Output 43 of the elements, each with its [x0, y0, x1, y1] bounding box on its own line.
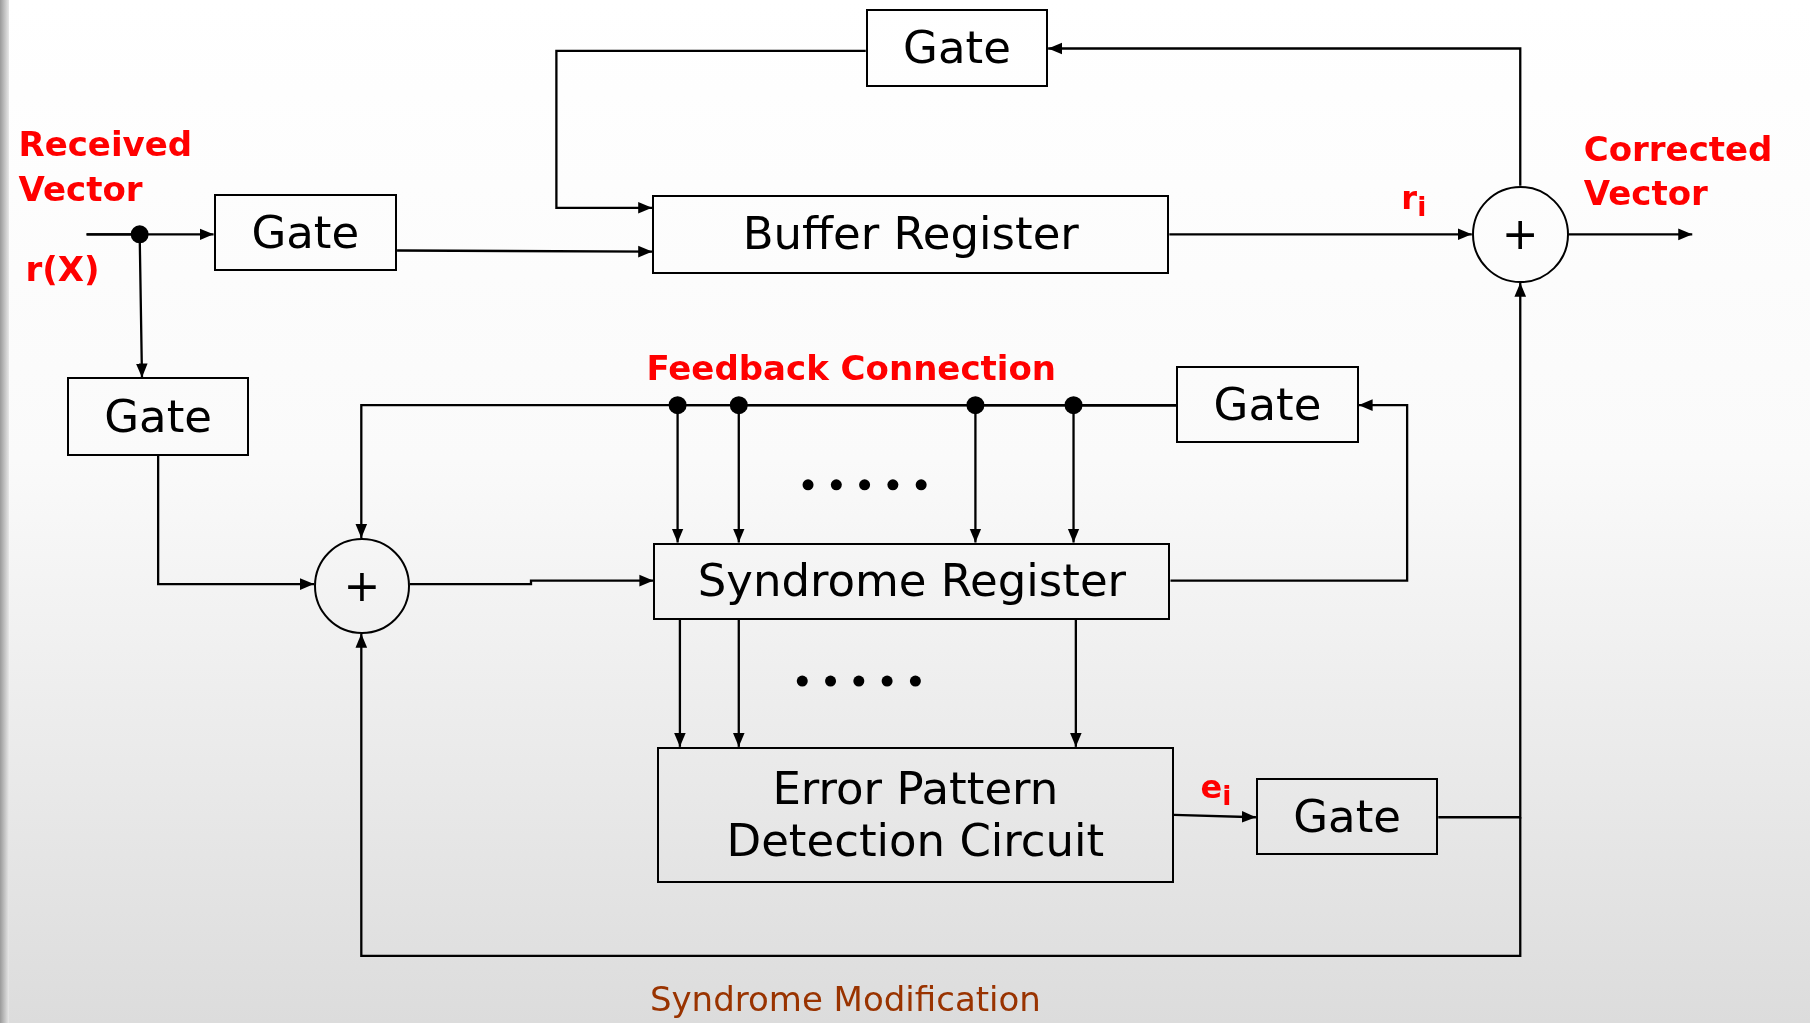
- plus-sign: +: [343, 560, 381, 612]
- adder-circle: [1471, 185, 1569, 283]
- arrow: [555, 49, 866, 214]
- adder-circle: [313, 537, 410, 634]
- arrow: [1048, 42, 1522, 186]
- block-label: Buffer Register: [742, 208, 1079, 261]
- arrow: [86, 233, 148, 378]
- arrow: [355, 633, 1522, 957]
- block-box: [1255, 778, 1439, 856]
- arrow: [409, 574, 654, 587]
- block-label: Gate: [1293, 790, 1401, 843]
- arrow: [674, 619, 686, 747]
- arrow: [1173, 811, 1256, 823]
- block-label: Gate: [903, 22, 1011, 74]
- plus-sign: +: [1501, 209, 1539, 260]
- arrow: [1438, 282, 1527, 819]
- block-label: Gate: [251, 206, 360, 259]
- block-label: Error Pattern Detection Circuit: [725, 763, 1106, 867]
- block-box: [66, 377, 250, 456]
- arrow: [1070, 619, 1082, 747]
- block-label: Syndrome Register: [697, 555, 1127, 608]
- arrow: [397, 245, 653, 258]
- arrow: [1170, 399, 1409, 582]
- edge-label: e$_{i}$: [1200, 767, 1232, 811]
- block-label: Gate: [1213, 378, 1322, 431]
- signal-label: r(X): [25, 248, 101, 291]
- arrow: [157, 455, 314, 590]
- block-box: [653, 542, 1171, 620]
- block-box: [656, 746, 1174, 884]
- caption-text: Syndrome Modification: [649, 977, 1042, 1021]
- block-box: [1176, 365, 1359, 444]
- arrow: [1169, 228, 1472, 241]
- signal-label: Feedback Connection: [646, 347, 1057, 391]
- signal-label: Received Vector: [18, 124, 193, 209]
- block-label: Gate: [104, 390, 212, 443]
- block-box: [865, 9, 1049, 87]
- edge-label: r$_{i}$: [1401, 178, 1427, 223]
- signal-label: Corrected Vector: [1583, 128, 1773, 214]
- block-box: [652, 195, 1170, 274]
- arrow: [732, 619, 745, 747]
- block-box: [213, 193, 398, 272]
- arrow: [1568, 228, 1693, 241]
- arrow: [1067, 404, 1177, 543]
